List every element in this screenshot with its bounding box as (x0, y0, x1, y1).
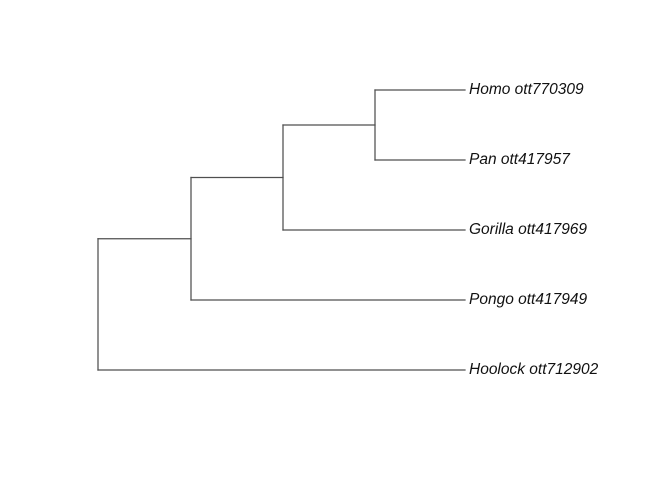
tip-label-gorilla: Gorilla ott417969 (469, 221, 588, 238)
tip-label-homo: Homo ott770309 (469, 81, 584, 98)
tip-label-pan: Pan ott417957 (469, 151, 570, 168)
tip-label-hoolock: Hoolock ott712902 (469, 361, 599, 378)
tip-label-pongo: Pongo ott417949 (469, 291, 588, 308)
